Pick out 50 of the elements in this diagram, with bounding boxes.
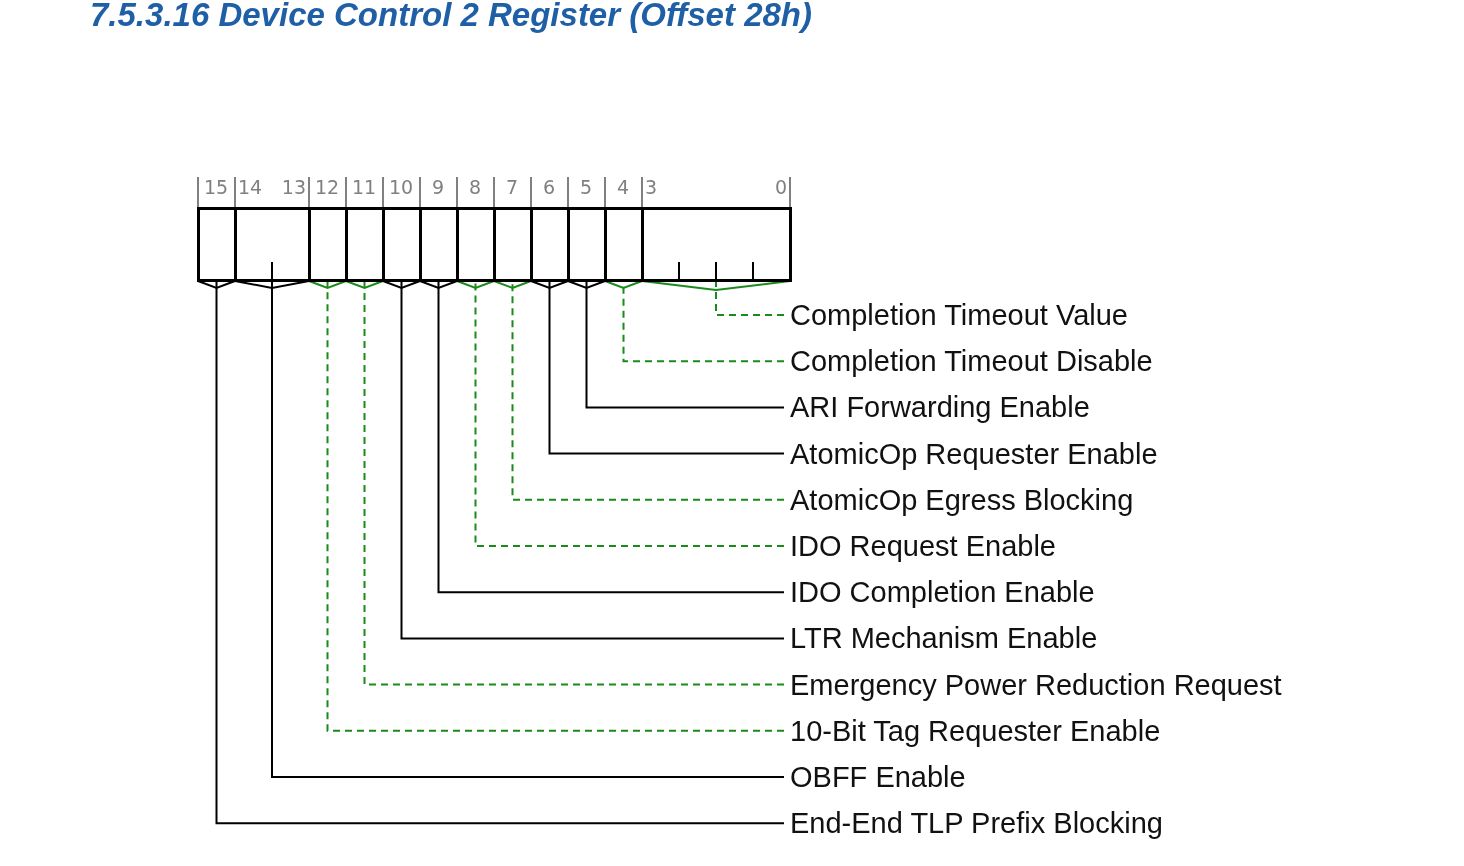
register-field	[456, 207, 496, 282]
bit-number: 3	[645, 175, 658, 199]
field-name: Completion Timeout Disable	[790, 341, 1153, 382]
field-name: AtomicOp Requester Enable	[790, 433, 1158, 474]
bit-number: 6	[542, 175, 556, 199]
leader-line	[715, 281, 785, 316]
field-name: Completion Timeout Value	[790, 295, 1128, 335]
leader-line	[363, 281, 785, 686]
bit-number: 15	[203, 175, 229, 199]
bit-number: 5	[579, 175, 593, 199]
field-name: OBFF Enable	[790, 757, 966, 797]
register-field	[234, 207, 311, 282]
field-name: 10-Bit Tag Requester Enable	[790, 710, 1161, 751]
bit-number: 10	[388, 175, 414, 199]
bit-number: 0	[774, 175, 787, 199]
bit-number: 11	[351, 175, 377, 199]
leader-line	[437, 281, 785, 594]
register-field	[604, 207, 644, 282]
bit-number: 14	[238, 175, 263, 199]
register-field	[308, 207, 348, 282]
leader-line	[511, 281, 785, 501]
bit-number: 13	[281, 175, 306, 199]
bit-number: 12	[314, 175, 340, 199]
register-field	[567, 207, 607, 282]
field-name: ARI Forwarding Enable	[790, 387, 1090, 428]
leader-line	[271, 281, 785, 778]
leader-line	[585, 281, 785, 409]
register-field	[197, 207, 237, 282]
leader-line	[474, 281, 785, 547]
leader-line	[326, 281, 785, 732]
register-field	[641, 207, 792, 282]
leader-line	[548, 281, 785, 455]
register-field	[530, 207, 570, 282]
leader-line	[400, 281, 785, 640]
register-field	[419, 207, 459, 282]
leader-line	[215, 281, 785, 825]
register-field	[345, 207, 385, 282]
bit-number: 9	[431, 175, 445, 199]
register-field	[382, 207, 422, 282]
bit-number: 7	[505, 175, 519, 199]
field-name: LTR Mechanism Enable	[790, 618, 1098, 659]
field-name: AtomicOp Egress Blocking	[790, 479, 1134, 520]
bit-number: 4	[616, 175, 630, 199]
register-title: 7.5.3.16 Device Control 2 Register (Offset 28h)	[90, 0, 812, 34]
field-name: End-End TLP Prefix Blocking	[790, 803, 1163, 844]
register-field	[493, 207, 533, 282]
field-name: Emergency Power Reduction Request	[790, 664, 1282, 705]
bit-number: 8	[468, 175, 482, 199]
field-name: IDO Request Enable	[790, 526, 1056, 566]
field-name: IDO Completion Enable	[790, 572, 1095, 613]
